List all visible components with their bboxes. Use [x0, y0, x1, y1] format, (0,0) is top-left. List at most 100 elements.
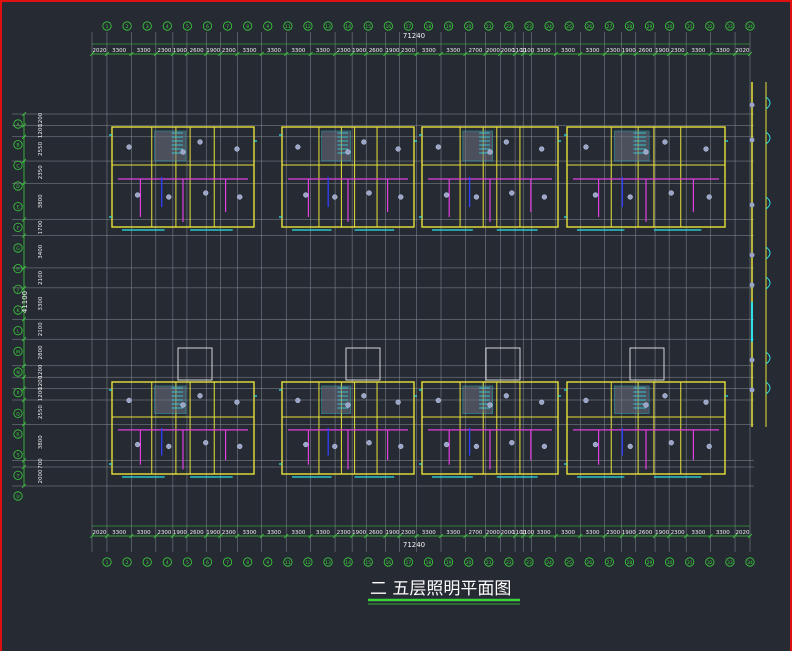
axis-label: A [16, 122, 20, 128]
elevation-fixture [749, 202, 755, 208]
axis-bubble [283, 557, 293, 567]
axis-label: M [16, 349, 20, 355]
dimension-label: 3300 [137, 48, 151, 54]
dimension-label: 2700 [468, 530, 482, 536]
light-fixture [366, 190, 372, 196]
axis-label: 25 [566, 24, 572, 30]
dimension-label: 2600 [190, 530, 204, 536]
axis-label: 20 [466, 24, 472, 30]
dimension-tick [438, 51, 444, 57]
elevation-arc [765, 96, 771, 110]
window-marks [279, 389, 417, 478]
axis-label: 14 [345, 560, 351, 566]
dimension-label: 1200 [38, 112, 44, 126]
axis-label: 28 [627, 24, 633, 30]
light-fixture [366, 440, 372, 446]
light-fixture [627, 194, 633, 200]
axis-bubble [745, 21, 755, 31]
axis-bubble [484, 21, 494, 31]
axis-label: 26 [586, 560, 592, 566]
dimension-tick [170, 51, 176, 57]
light-fixture [435, 397, 441, 404]
elevation-fixture [749, 357, 755, 363]
light-fixture [487, 149, 493, 155]
axis-bubble [303, 557, 313, 567]
light-fixture [361, 393, 367, 399]
axis-label: 16 [385, 560, 391, 566]
wiring-run [428, 178, 552, 222]
dimension-label: 1700 [38, 220, 44, 234]
dimension-tick [235, 51, 240, 57]
light-fixture [643, 149, 649, 155]
apartment-unit [109, 381, 257, 478]
dimension-label: 3300 [561, 48, 575, 54]
axis-label: R [16, 432, 19, 438]
total-dimension-bottom: 71240 [403, 541, 425, 549]
dimension-label: 3300 [422, 530, 436, 536]
axis-bubble [182, 557, 192, 567]
dimension-tick [259, 51, 265, 57]
dimension-label: 2100 [38, 322, 44, 336]
axis-label: 1 [106, 560, 109, 566]
dimension-tick [732, 51, 738, 57]
side-elevation [749, 82, 771, 427]
axis-bubble [745, 557, 755, 567]
axis-bubble [383, 557, 393, 567]
dimension-tick [349, 533, 355, 539]
elevation-fixture [749, 102, 755, 108]
dimension-tick [483, 51, 488, 57]
axis-bubble [323, 557, 333, 567]
dimension-tick [363, 533, 369, 539]
wiring-run [118, 178, 248, 222]
dimension-tick [21, 374, 27, 380]
dimension-tick [553, 533, 559, 539]
axis-bubble [202, 21, 213, 31]
light-fixture [134, 192, 141, 198]
axis-label: L [17, 329, 20, 335]
light-fixture [443, 441, 450, 448]
axis-label: T [16, 473, 20, 479]
axis-bubbles: 1122334455667788991111121213131414151516… [13, 21, 755, 567]
elevation-arc [765, 196, 771, 210]
dimension-tick [747, 533, 753, 539]
dimension-tick [512, 51, 518, 57]
dimension-tick [520, 533, 526, 539]
dimension-tick [21, 285, 27, 291]
axis-bubble [13, 222, 23, 232]
window-marks [419, 134, 561, 231]
axis-bubble [243, 21, 253, 31]
light-fixture [197, 393, 203, 399]
dimension-tick [184, 533, 190, 539]
axis-label: 15 [365, 560, 371, 566]
dimension-tick [397, 51, 402, 57]
light-fixture [197, 139, 203, 145]
dimension-label: 3300 [112, 530, 126, 536]
dimension-label: 3300 [112, 48, 126, 54]
axis-label: 33 [727, 24, 733, 30]
dimension-tick [349, 51, 355, 57]
dimension-tick [21, 316, 27, 322]
dimension-tick [619, 533, 625, 539]
dimension-label: 1900 [206, 530, 220, 536]
dimension-label: 3300 [446, 530, 460, 536]
axis-bubble [705, 21, 715, 31]
dimension-label: 3300 [716, 530, 730, 536]
dimension-label: 2300 [222, 48, 236, 54]
dimension-tick [633, 51, 639, 57]
dimension-label: 3300 [267, 530, 281, 536]
balcony-outline [485, 347, 521, 381]
light-fixture [539, 399, 545, 405]
axis-bubble [564, 557, 574, 567]
axis-bubble [464, 557, 474, 567]
axis-label: B [16, 143, 19, 149]
dimension-label: 2300 [157, 530, 171, 536]
dimension-tick [708, 51, 713, 57]
elevation-arc [765, 351, 771, 365]
axis-bubble [13, 429, 23, 439]
dimension-tick [21, 464, 27, 470]
total-dimension-top: 71240 [403, 32, 425, 40]
dimension-tick [383, 51, 388, 57]
axis-label: 29 [647, 560, 653, 566]
